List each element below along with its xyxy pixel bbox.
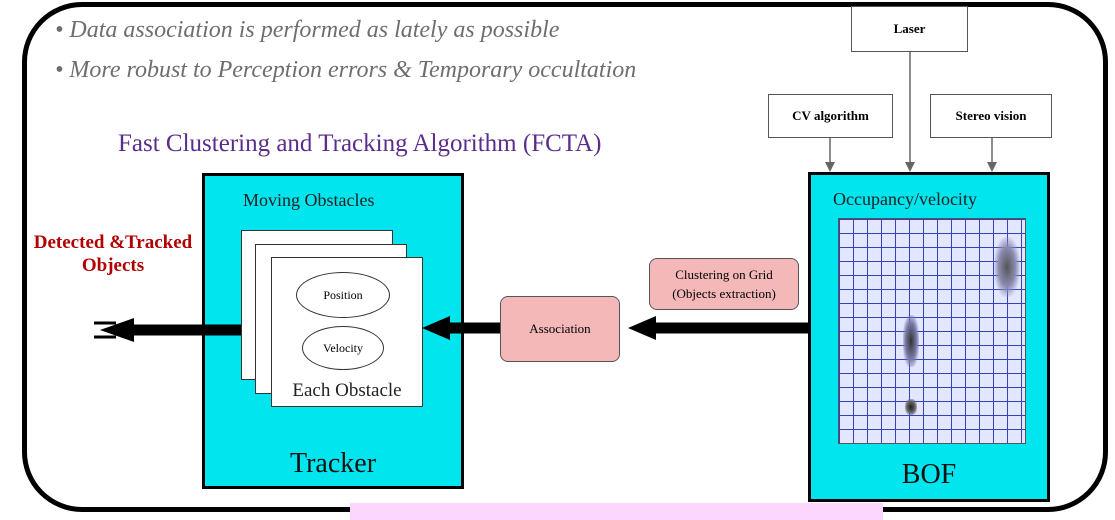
bullet-2: • More robust to Perception errors & Tem…	[55, 57, 637, 83]
clustering-line-1: Clustering on Grid	[675, 266, 773, 282]
obstacle-card-front: Position Velocity Each Obstacle	[271, 257, 423, 407]
occupied-cell-middle	[903, 315, 919, 367]
output-line-1: Detected &Tracked	[33, 232, 193, 253]
stereo-arrowhead	[987, 162, 997, 172]
sensor-stereo-vision: Stereo vision	[930, 94, 1052, 138]
cv-arrowhead	[825, 162, 835, 172]
occupied-cell-bottom	[905, 399, 917, 415]
occupancy-grid	[838, 218, 1026, 444]
tracker-title: Tracker	[289, 448, 377, 479]
detected-tracked-objects-label: Detected &Tracked Objects	[0, 232, 226, 278]
clustering-box: Clustering on Grid (Objects extraction)	[649, 258, 799, 310]
bof-to-association-head	[628, 316, 656, 340]
laser-arrowhead	[905, 162, 915, 172]
association-to-tracker-head	[422, 316, 450, 340]
output-line-2: Objects	[81, 254, 145, 276]
association-box: Association	[500, 296, 620, 362]
tracker-output-head	[100, 318, 134, 342]
bullet-1: • Data association is performed as latel…	[55, 17, 560, 43]
sensor-cv-algorithm: CV algorithm	[768, 94, 893, 138]
moving-obstacles-label: Moving Obstacles	[243, 190, 375, 210]
bof-title: BOF	[901, 459, 957, 490]
clustering-line-2: (Objects extraction)	[672, 286, 776, 301]
each-obstacle-label: Each Obstacle	[292, 380, 402, 401]
position-ellipse: Position	[296, 272, 390, 318]
occupancy-velocity-label: Occupancy/velocity	[833, 189, 977, 209]
pink-footer-bar	[350, 503, 883, 520]
sensor-laser: Laser	[851, 6, 968, 52]
velocity-ellipse: Velocity	[302, 326, 384, 370]
occupied-cell-top-right	[994, 237, 1020, 297]
fcta-title: Fast Clustering and Tracking Algorithm (…	[118, 130, 602, 157]
